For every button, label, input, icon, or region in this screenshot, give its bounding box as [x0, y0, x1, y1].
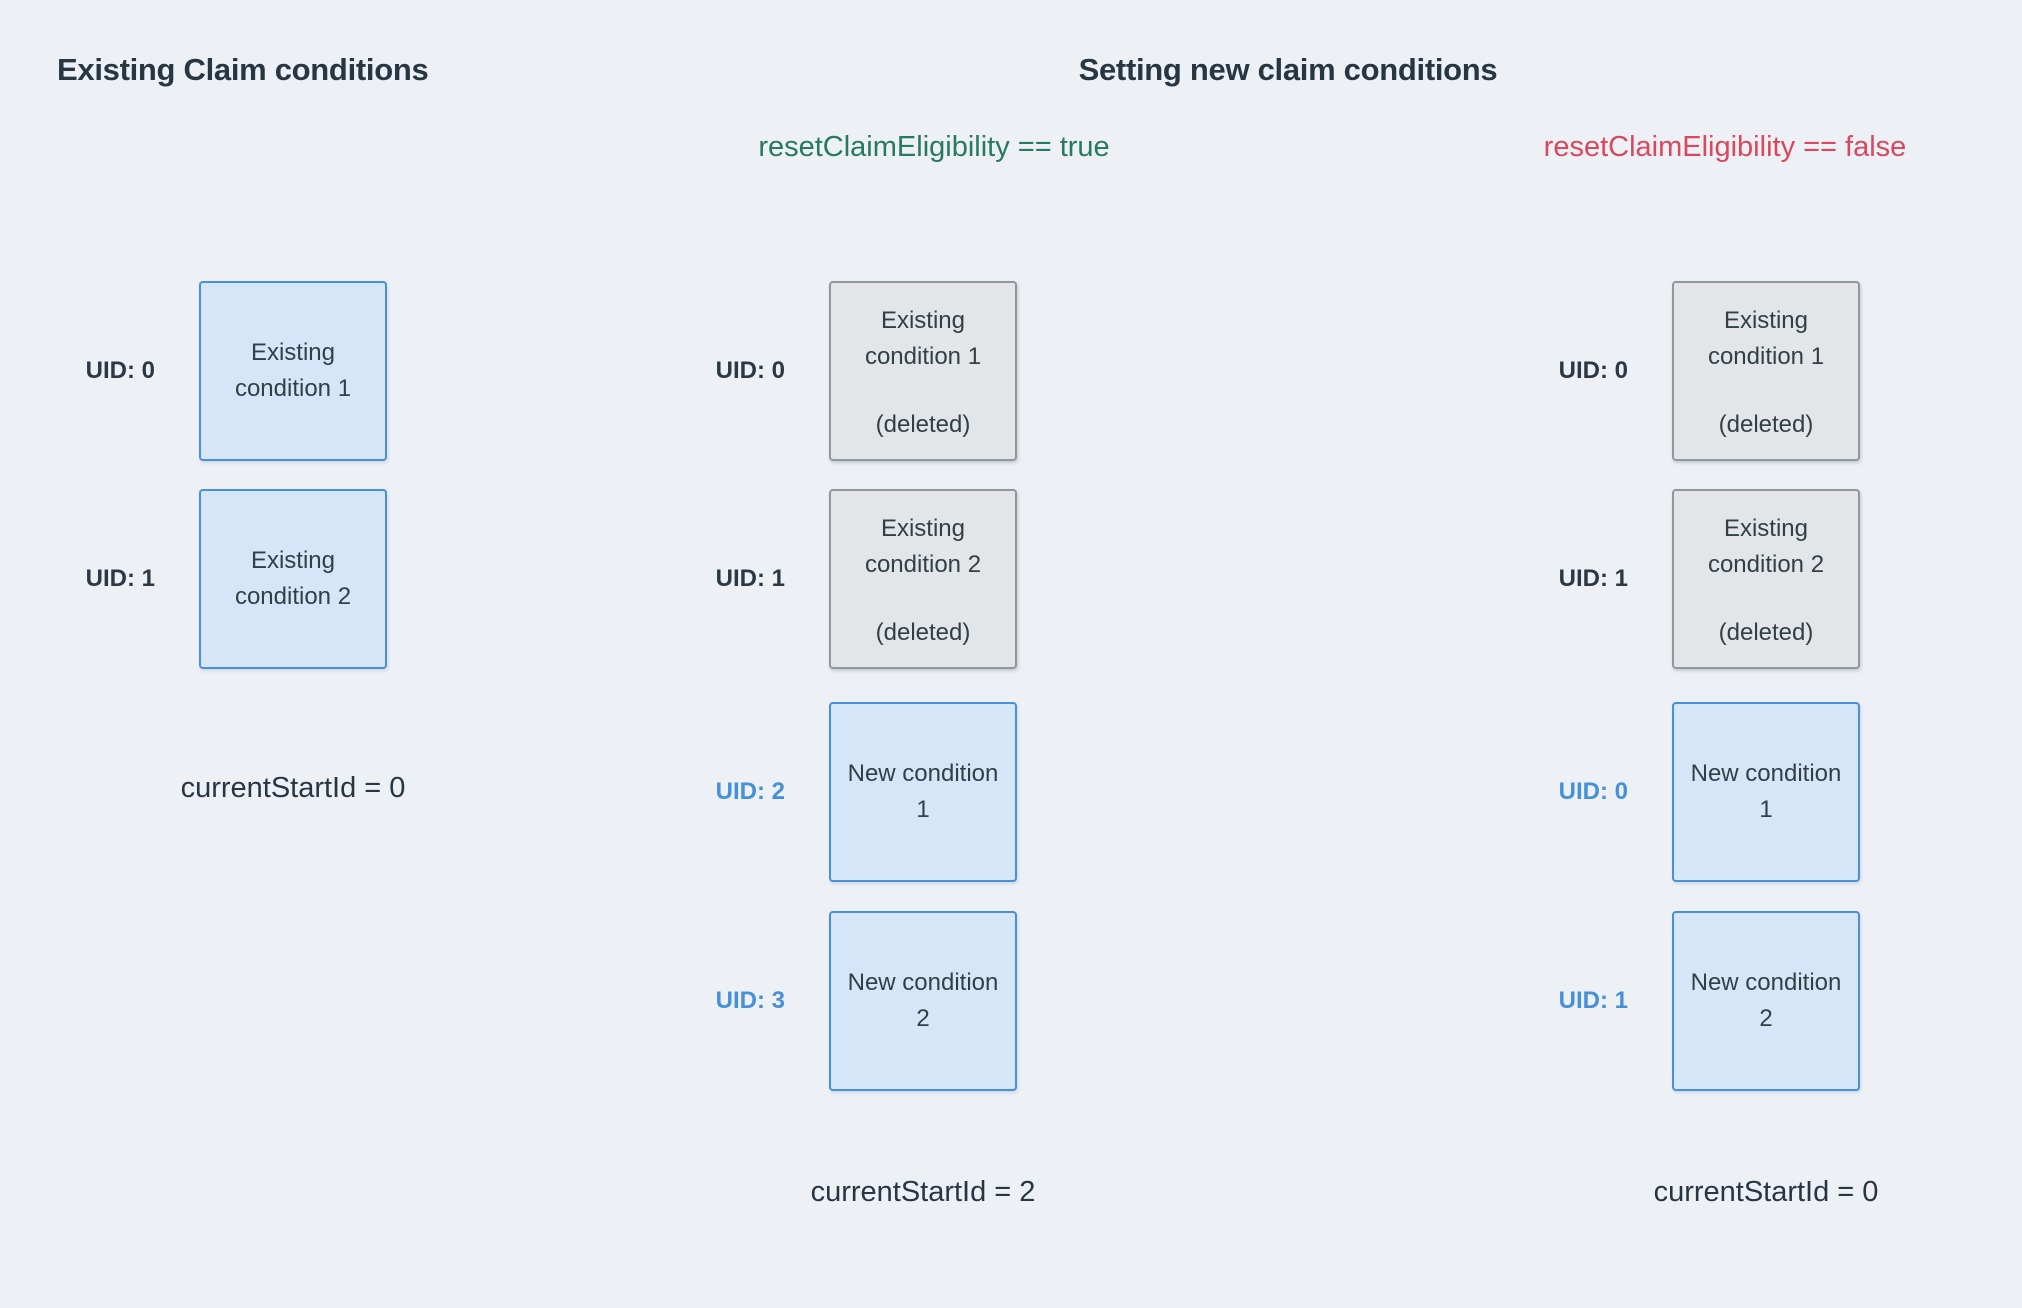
- condition-line: New condition: [847, 760, 999, 787]
- condition-line: condition 2: [1707, 551, 1825, 578]
- condition-line: New condition: [1690, 760, 1842, 787]
- deleted-note: (deleted): [875, 619, 971, 646]
- condition-line: 1: [1759, 796, 1773, 823]
- uid-label: UID: 3: [715, 987, 785, 1014]
- uid-label: UID: 2: [715, 778, 785, 805]
- uid-label: UID: 0: [1558, 778, 1628, 805]
- existing-claims-heading: Existing Claim conditions: [57, 52, 429, 87]
- condition-row: UID: 1 Existing condition 2 (deleted): [651, 489, 1017, 669]
- condition-box: New condition 2: [1672, 911, 1860, 1091]
- deleted-note: (deleted): [1718, 619, 1814, 646]
- condition-line: New condition: [847, 969, 999, 996]
- condition-box: New condition 1: [1672, 702, 1860, 882]
- condition-row: UID: 0 Existing condition 1: [21, 281, 387, 461]
- uid-label: UID: 1: [715, 565, 785, 592]
- current-start-id-label: currentStartId = 0: [180, 772, 406, 804]
- current-start-id-label: currentStartId = 2: [810, 1176, 1036, 1208]
- condition-line: condition 2: [864, 551, 982, 578]
- condition-box: Existing condition 2 (deleted): [829, 489, 1017, 669]
- condition-box: New condition 1: [829, 702, 1017, 882]
- uid-label: UID: 1: [1558, 987, 1628, 1014]
- condition-box: New condition 2: [829, 911, 1017, 1091]
- condition-row: UID: 0 Existing condition 1 (deleted): [651, 281, 1017, 461]
- condition-line: Existing: [880, 515, 966, 542]
- condition-row: UID: 2 New condition 1: [651, 702, 1017, 882]
- condition-box: Existing condition 2: [199, 489, 387, 669]
- condition-row: UID: 1 New condition 2: [1494, 911, 1860, 1091]
- setting-claims-heading: Setting new claim conditions: [1078, 52, 1498, 87]
- condition-row: UID: 3 New condition 2: [651, 911, 1017, 1091]
- condition-box: Existing condition 2 (deleted): [1672, 489, 1860, 669]
- condition-line: condition 2: [234, 583, 352, 610]
- uid-label: UID: 0: [1558, 357, 1628, 384]
- condition-line: condition 1: [234, 375, 352, 402]
- reset-eligibility-false-label: resetClaimEligibility == false: [1543, 131, 1907, 163]
- condition-row: UID: 1 Existing condition 2 (deleted): [1494, 489, 1860, 669]
- condition-line: 2: [1759, 1005, 1773, 1032]
- condition-row: UID: 0 New condition 1: [1494, 702, 1860, 882]
- deleted-note: (deleted): [875, 411, 971, 438]
- condition-line: New condition: [1690, 969, 1842, 996]
- uid-label: UID: 1: [1558, 565, 1628, 592]
- condition-line: 1: [916, 796, 930, 823]
- condition-line: Existing: [250, 339, 336, 366]
- current-start-id-label: currentStartId = 0: [1653, 1176, 1879, 1208]
- condition-box: Existing condition 1 (deleted): [829, 281, 1017, 461]
- condition-line: condition 1: [1707, 343, 1825, 370]
- condition-box: Existing condition 1: [199, 281, 387, 461]
- reset-eligibility-true-label: resetClaimEligibility == true: [758, 131, 1110, 163]
- condition-row: UID: 1 Existing condition 2: [21, 489, 387, 669]
- condition-line: condition 1: [864, 343, 982, 370]
- condition-line: Existing: [1723, 515, 1809, 542]
- condition-box: Existing condition 1 (deleted): [1672, 281, 1860, 461]
- uid-label: UID: 0: [85, 357, 155, 384]
- condition-line: Existing: [1723, 307, 1809, 334]
- condition-line: Existing: [880, 307, 966, 334]
- deleted-note: (deleted): [1718, 411, 1814, 438]
- condition-line: 2: [916, 1005, 930, 1032]
- uid-label: UID: 0: [715, 357, 785, 384]
- condition-line: Existing: [250, 547, 336, 574]
- uid-label: UID: 1: [85, 565, 155, 592]
- condition-row: UID: 0 Existing condition 1 (deleted): [1494, 281, 1860, 461]
